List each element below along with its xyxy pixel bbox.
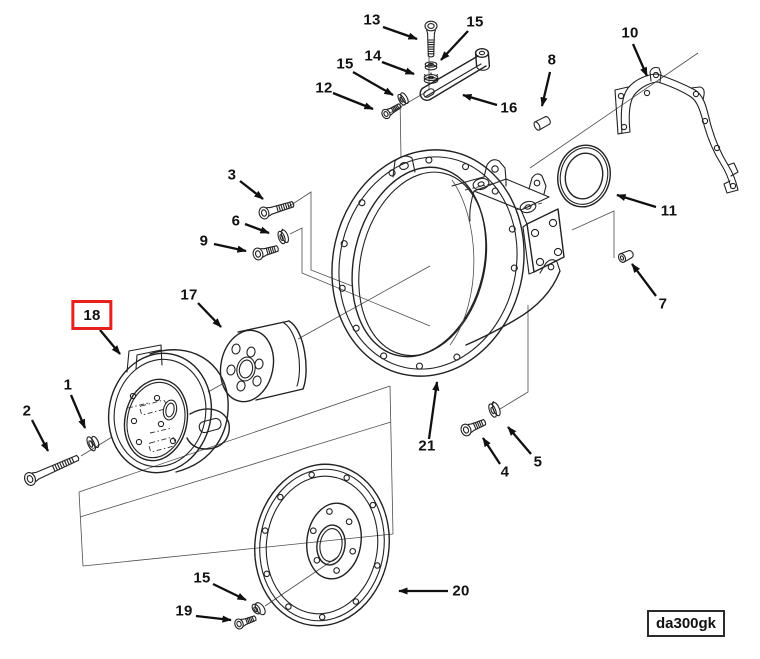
bracket-drawing [420,49,489,101]
callout-15-left[interactable]: 15 [336,55,354,73]
flywheel-drawing [244,455,399,634]
seal-drawing [552,140,616,211]
callout-11[interactable]: 11 [660,202,678,220]
callout-14[interactable]: 14 [364,47,382,65]
callout-15-bottom[interactable]: 15 [193,569,211,587]
bolt-9-drawing [251,241,281,262]
callout-4[interactable]: 4 [500,463,510,481]
washer-14-drawing [424,73,438,83]
callout-21[interactable]: 21 [418,437,436,455]
nut-15-bottom-drawing [250,600,267,618]
callout-10[interactable]: 10 [621,24,639,42]
bolt-2-drawing [22,450,82,488]
callout-19[interactable]: 19 [175,602,193,620]
callout-1[interactable]: 1 [63,376,73,394]
callout-12[interactable]: 12 [315,79,333,97]
bolt-3-drawing [257,197,296,221]
callout-20[interactable]: 20 [452,582,470,600]
pulley-drawing [214,321,306,407]
washer-5-drawing [487,401,502,419]
bolt-19-drawing [232,612,258,631]
callout-16[interactable]: 16 [500,99,518,117]
callout-7[interactable]: 7 [658,295,668,313]
washer-15-left-drawing [396,92,409,107]
bolt-4-drawing [458,415,489,438]
drawing-code-label: da300gk [647,610,725,637]
dowel-pin-drawing [533,115,552,131]
plug-drawing [617,249,634,264]
gasket-drawing [615,68,738,194]
washer-15-top-drawing [425,62,437,70]
callout-3[interactable]: 3 [227,166,237,184]
callout-6[interactable]: 6 [231,212,241,230]
bolt-13-drawing [424,20,438,58]
callout-2[interactable]: 2 [22,402,32,420]
callout-15-top[interactable]: 15 [466,13,484,31]
callout-8[interactable]: 8 [547,51,557,69]
washer-1-drawing [85,434,101,452]
callout-18[interactable]: 18 [71,300,113,330]
washer-6-drawing [276,228,290,244]
callout-17[interactable]: 17 [180,286,198,304]
flywheel-housing-drawing [310,131,564,396]
damper-drawing [98,344,230,483]
bolt-12-drawing [379,100,404,121]
callout-5[interactable]: 5 [533,453,543,471]
leader-arrows [32,27,656,623]
callout-9[interactable]: 9 [199,232,209,250]
callout-13[interactable]: 13 [363,11,381,29]
